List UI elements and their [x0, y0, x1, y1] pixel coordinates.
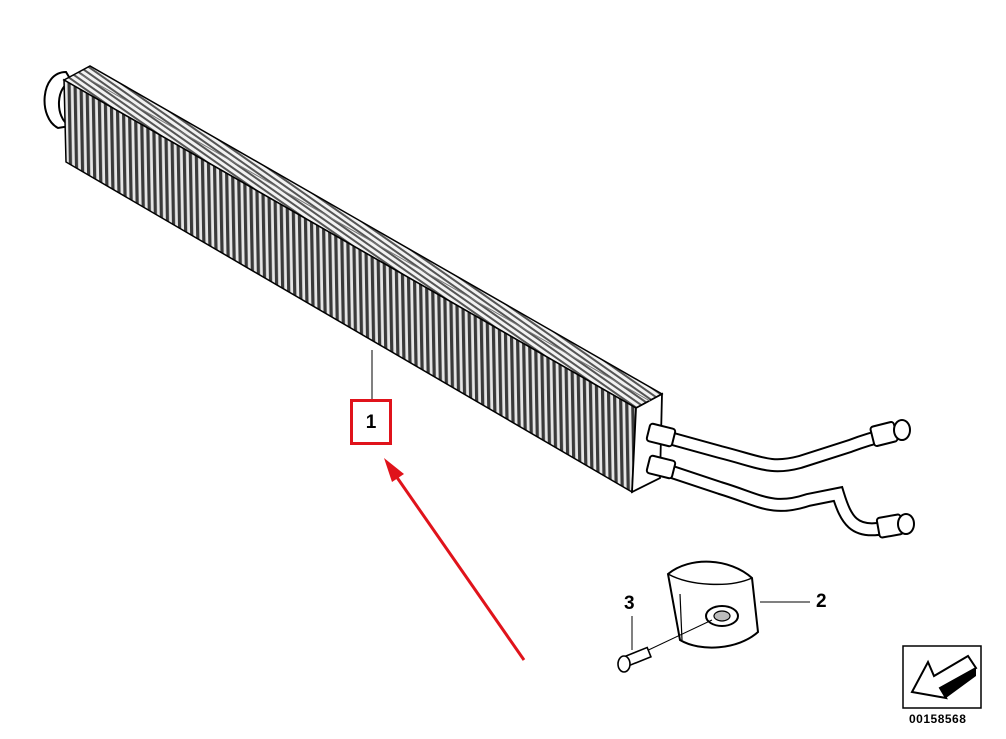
highlight-arrow [384, 458, 526, 661]
cooler-left-end-loop [43, 70, 74, 130]
bracket-part [666, 560, 760, 649]
arrow-left-down-icon [902, 645, 982, 709]
reference-number: 00158568 [909, 712, 967, 726]
part-3-label: 3 [624, 593, 635, 614]
screw-part [617, 619, 713, 673]
part-2-label: 2 [816, 591, 827, 612]
part-1-label: 1 [365, 411, 377, 433]
oil-cooler-part [43, 65, 664, 494]
cooler-pipes [645, 419, 915, 539]
part-1-highlight-box: 1 [350, 399, 392, 445]
